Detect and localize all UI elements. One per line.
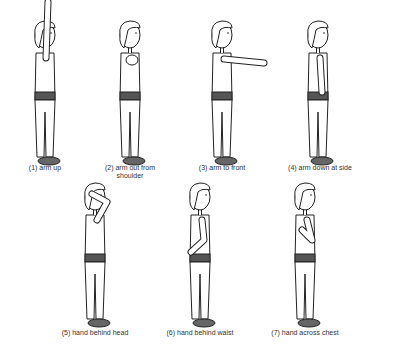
caption: (1) arm up [10,164,80,172]
caption: (6) hand behind waist [158,329,243,337]
caption: (5) hand behind head [53,329,138,337]
caption: (7) hand across chest [263,329,348,337]
caption: (4) arm down at side [280,164,360,172]
caption: (2) arm out from shoulder [101,164,159,180]
caption: (3) arm to front [182,164,262,172]
